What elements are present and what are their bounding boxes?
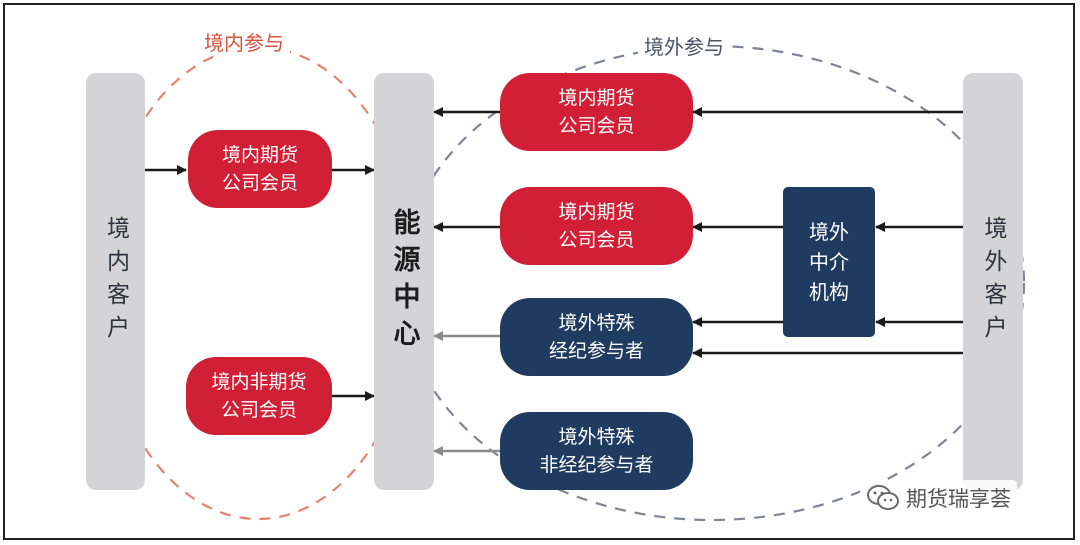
domestic-clients-label: 境内客户 <box>102 215 129 348</box>
overseas-special-non-broker: 境外特殊 非经纪参与者 <box>500 412 693 490</box>
overseas-intermediary: 境外 中介 机构 <box>783 187 875 337</box>
domestic-participation-ellipse <box>98 45 418 521</box>
overseas-participation-label: 境外参与 <box>638 34 730 60</box>
overseas-clients-label: 境外客户 <box>980 215 1006 348</box>
domestic-non-futures-member: 境内非期货 公司会员 <box>186 357 332 435</box>
energy-center-label: 能源中心 <box>388 207 420 356</box>
overseas-clients-bar: 境外客户 <box>963 73 1023 490</box>
domestic-futures-member-mid: 境内期货 公司会员 <box>500 187 693 265</box>
domestic-futures-member-top: 境内期货 公司会员 <box>500 73 693 151</box>
diagram-frame <box>3 3 1075 540</box>
energy-center-bar: 能源中心 <box>374 73 434 490</box>
watermark: 期货瑞享荟 <box>860 480 1017 516</box>
overseas-special-broker: 境外特殊 经纪参与者 <box>500 298 693 376</box>
domestic-clients-bar: 境内客户 <box>86 73 145 490</box>
domestic-futures-member-left: 境内期货 公司会员 <box>188 130 332 208</box>
overseas-participation-ellipse <box>398 44 1026 522</box>
domestic-participation-label: 境内参与 <box>198 30 290 56</box>
wechat-icon <box>867 485 899 510</box>
watermark-text: 期货瑞享荟 <box>906 487 1011 511</box>
